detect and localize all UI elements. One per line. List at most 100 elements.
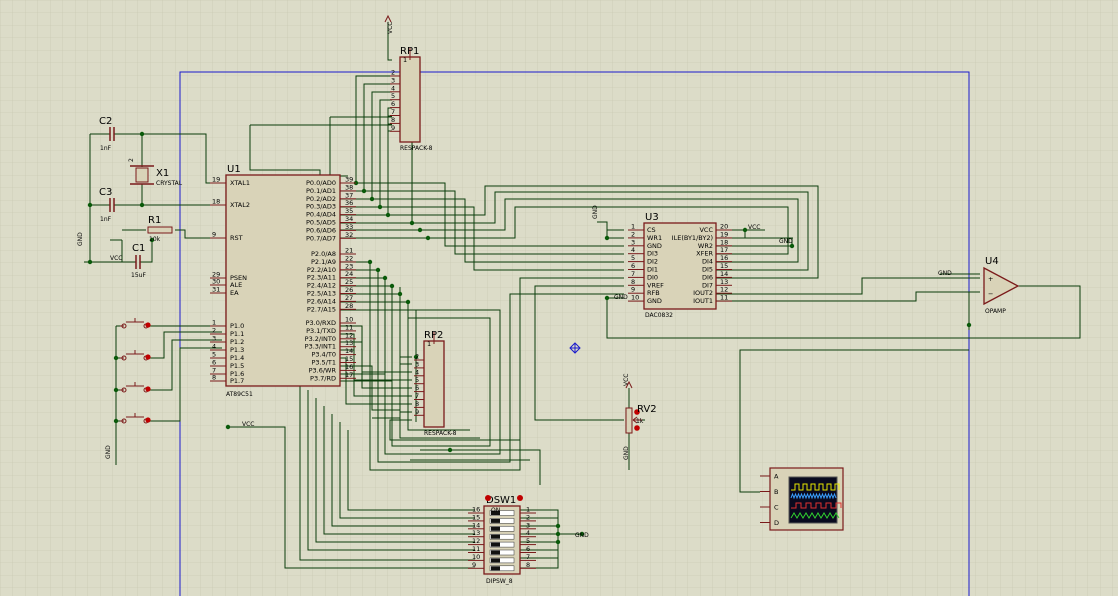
- dsw1-switch-knob: [491, 534, 500, 539]
- u1-pin-name: P0.2/AD2: [306, 195, 336, 203]
- u3-pin-number: 18: [720, 238, 728, 246]
- vcc-label-rv2: VCC: [623, 374, 630, 386]
- rp2-pin-number: 2: [415, 353, 419, 361]
- scope-channel-label: D: [774, 519, 779, 527]
- u1-pin-name: P2.2/A10: [307, 266, 336, 274]
- u3-pin-name: DI1: [647, 266, 658, 274]
- rp1-pin-number: 8: [391, 116, 395, 124]
- u4-opamp[interactable]: + − U4 OPAMP: [983, 256, 1020, 315]
- rp2-ref: RP2: [424, 330, 443, 341]
- c1-capacitor[interactable]: C1 15uF: [130, 243, 146, 279]
- dsw1-switch[interactable]: [489, 533, 515, 540]
- u1-pin-name: P1.2: [230, 338, 244, 346]
- x1-ref: X1: [156, 168, 169, 179]
- dsw1-on-label: ON: [491, 507, 500, 514]
- dsw1-switch-knob: [491, 526, 500, 531]
- u1-pin-name: P3.3/INT1: [305, 343, 336, 351]
- rp2-pin-number: 8: [415, 400, 419, 408]
- dsw1-switch-knob: [491, 550, 500, 555]
- dsw1-switch[interactable]: [489, 549, 515, 556]
- c1-ref: C1: [132, 243, 145, 254]
- u1-pin-name: XTAL1: [230, 179, 250, 187]
- rv2-potentiometer[interactable]: RV2 1k: [625, 404, 657, 434]
- dsw1-switch[interactable]: [489, 557, 515, 564]
- u3-pin-number: 17: [720, 246, 728, 254]
- u3-pin-number: 15: [720, 262, 728, 270]
- rp1-pin-number: 2: [391, 69, 395, 77]
- u1-pin-number: 36: [345, 199, 353, 207]
- u3-pin-name: VCC: [699, 226, 713, 234]
- power-labels: VCC VCC VCC VCC VCC GND GND GND GND GND …: [77, 22, 952, 539]
- u3-pin-number: 1: [631, 223, 635, 231]
- u4-plus: +: [988, 275, 993, 283]
- u1-pin-name: P2.6/A14: [307, 297, 336, 305]
- r1-resistor[interactable]: R1 10k: [147, 215, 173, 243]
- u1-pin-number: 3: [212, 335, 216, 343]
- u1-pin-name: P2.4/A12: [307, 282, 336, 290]
- gnd-label-opamp: GND: [938, 270, 952, 277]
- button-2[interactable]: [120, 350, 151, 361]
- u1-pin-name: P0.4/AD4: [306, 211, 336, 219]
- u3-pin-name: DI7: [702, 281, 713, 289]
- u1-pin-number: 19: [212, 176, 220, 184]
- u1-pin-number: 9: [212, 231, 216, 239]
- scope-channel-label: B: [774, 488, 778, 496]
- u1-pin-name: P0.5/AD5: [306, 219, 336, 227]
- u1-pin-name: P3.5/T1: [311, 359, 336, 367]
- u1-pin-name: P0.0/AD0: [306, 179, 336, 187]
- rp1-ref: RP1: [400, 46, 419, 57]
- u3-pin-number: 3: [631, 238, 635, 246]
- rv2-ref: RV2: [637, 404, 657, 415]
- rp2-pin-number: 5: [415, 376, 419, 384]
- u3-pin-number: 2: [631, 230, 635, 238]
- u1-pin-number: 31: [212, 286, 220, 294]
- u1-pin-number: 7: [212, 367, 216, 375]
- u1-pin-number: 32: [345, 231, 353, 239]
- dsw1-switch[interactable]: [489, 541, 515, 548]
- gnd-label-rv2: GND: [623, 446, 630, 460]
- u1-pin-name: P2.3/A11: [307, 274, 336, 282]
- c2-capacitor[interactable]: C2 1nF: [99, 116, 120, 152]
- u3-pin-name: DI5: [702, 266, 713, 274]
- button-1[interactable]: [120, 318, 151, 329]
- u1-pin-number: 34: [345, 215, 353, 223]
- button-4[interactable]: [120, 413, 151, 424]
- rp2-pin-number: 6: [415, 384, 419, 392]
- u1-pin-name: P2.1/A9: [311, 258, 336, 266]
- u3-pin-number: 16: [720, 254, 728, 262]
- dsw1-switch-knob: [491, 558, 500, 563]
- c3-capacitor[interactable]: C3 1nF: [99, 187, 120, 223]
- dsw1-switch[interactable]: [489, 518, 515, 524]
- u3-part: DAC0832: [645, 312, 673, 319]
- x1-part: CRYSTAL: [156, 180, 183, 187]
- u1-pin-number: 38: [345, 183, 353, 191]
- rp2-pin-number: 4: [415, 368, 419, 376]
- c3-value: 1nF: [100, 216, 112, 223]
- rp1-pin-number: 3: [391, 76, 395, 84]
- rp1-part: RESPACK-8: [400, 145, 433, 152]
- u1-pin-number: 8: [212, 374, 216, 382]
- u1-pin-name: P1.7: [230, 377, 244, 385]
- u1-pin-number: 16: [345, 363, 353, 371]
- dsw1-switch[interactable]: [489, 526, 515, 532]
- u3-pin-number: 9: [631, 286, 635, 294]
- u3-pin-number: 6: [631, 262, 635, 270]
- u3-pin-name: WR2: [698, 242, 713, 250]
- dsw1-switch[interactable]: [489, 565, 515, 572]
- u1-pin-number: 1: [212, 319, 216, 327]
- x1-crystal[interactable]: X1 CRYSTAL 2: [128, 158, 183, 187]
- u1-pin-number: 22: [345, 254, 353, 262]
- u3-pin-name: DI6: [702, 273, 713, 281]
- u3-pin-name: IOUT1: [693, 297, 713, 305]
- u1-pin-name: P0.7/AD7: [306, 234, 336, 242]
- r1-ref: R1: [148, 215, 161, 226]
- button-3[interactable]: [120, 382, 151, 393]
- dsw1-switch[interactable]: [489, 510, 515, 516]
